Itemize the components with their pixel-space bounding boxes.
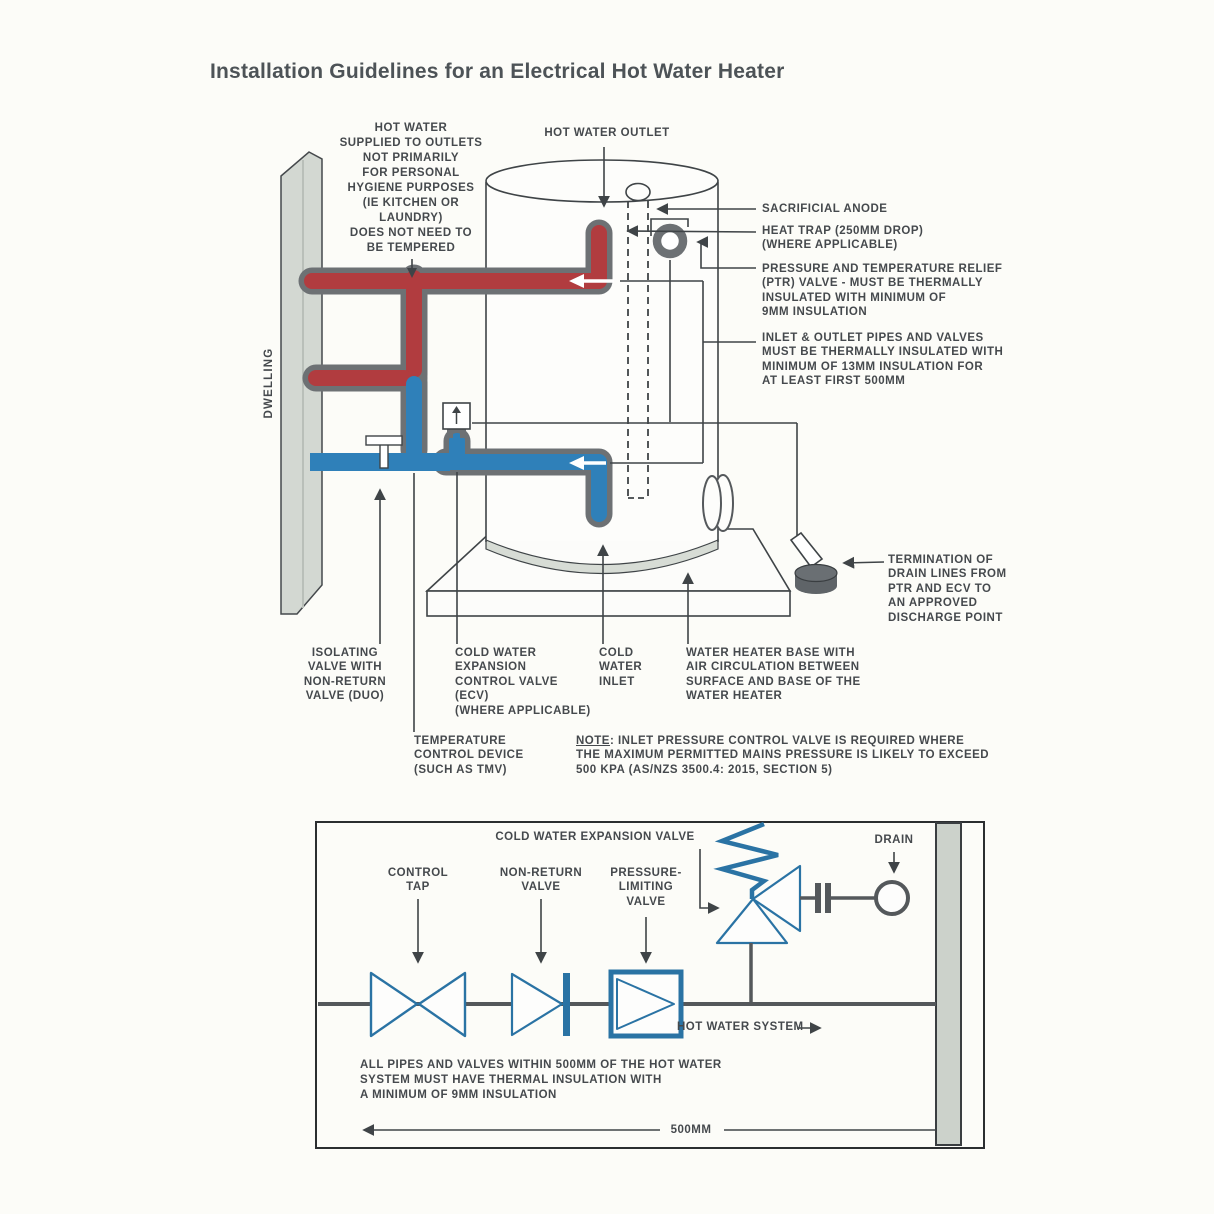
access-cover — [702, 474, 734, 532]
hot-water-system-bar — [935, 822, 962, 1146]
hot-water-system-label: HOT WATER SYSTEM — [677, 1021, 804, 1033]
dwelling-label: DWELLING — [262, 347, 275, 419]
schematic-leaders — [362, 849, 936, 1136]
hot-water-outlet-label: HOT WATER OUTLET — [544, 127, 670, 139]
sacrificial-anode-label: SACRIFICIAL ANODE — [762, 203, 888, 215]
isolating-valve — [365, 435, 403, 469]
expansion-control-valve — [442, 402, 471, 438]
control-tap-label: CONTROL TAP — [387, 867, 449, 894]
leader-lines — [374, 147, 885, 732]
discharge-point — [794, 563, 838, 594]
inlet-outlet-label: INLET & OUTLET PIPES AND VALVES MUST BE … — [762, 332, 1004, 388]
drain-outlet — [874, 880, 910, 916]
heater-base — [424, 528, 792, 617]
hot-water-note-label: HOT WATER SUPPLIED TO OUTLETS NOT PRIMAR… — [339, 122, 483, 254]
non-return-valve-label: NON-RETURN VALVE — [499, 867, 583, 894]
heat-trap-label: HEAT TRAP (250MM DROP) (WHERE APPLICABLE… — [762, 225, 924, 252]
tempered-note-arrow — [407, 259, 417, 278]
heater-base-label: WATER HEATER BASE WITH AIR CIRCULATION B… — [686, 647, 861, 703]
dwelling-wall — [280, 151, 323, 615]
note-label: NOTE: INLET PRESSURE CONTROL VALVE IS RE… — [576, 734, 989, 777]
pressure-limiting-valve-symbol — [608, 969, 684, 1039]
drain-line — [789, 423, 824, 569]
dimension-label: 500MM — [670, 1124, 712, 1136]
sacrificial-anode — [625, 182, 651, 499]
cold-water-expansion-valve-label: COLD WATER EXPANSION VALVE — [495, 831, 695, 843]
page-title: Installation Guidelines for an Electrica… — [210, 60, 785, 83]
note-word: NOTE — [576, 735, 610, 747]
cold-water-inlet-label: COLD WATER INLET — [599, 647, 643, 688]
drain-label: DRAIN — [874, 834, 914, 846]
drain-assembly — [800, 880, 910, 916]
isolating-valve-label: ISOLATING VALVE WITH NON-RETURN VALVE (D… — [303, 647, 387, 703]
ptr-valve — [650, 218, 689, 259]
expansion-valve-symbol — [713, 821, 802, 1002]
termination-label: TERMINATION OF DRAIN LINES FROM PTR AND … — [888, 554, 1007, 624]
insulation-note-label: ALL PIPES AND VALVES WITHIN 500MM OF THE… — [360, 1059, 722, 1101]
pressure-limiting-valve-label: PRESSURE- LIMITING VALVE — [610, 867, 682, 908]
temp-control-label: TEMPERATURE CONTROL DEVICE (SUCH AS TMV) — [414, 735, 524, 776]
ecv-label: COLD WATER EXPANSION CONTROL VALVE (ECV)… — [455, 647, 591, 717]
non-return-valve-symbol — [510, 972, 570, 1037]
note-text: : INLET PRESSURE CONTROL VALVE IS REQUIR… — [576, 735, 990, 776]
ptr-valve-label: PRESSURE AND TEMPERATURE RELIEF (PTR) VA… — [762, 263, 1003, 319]
flow-arrows — [569, 274, 614, 470]
control-tap-symbol — [369, 971, 467, 1038]
